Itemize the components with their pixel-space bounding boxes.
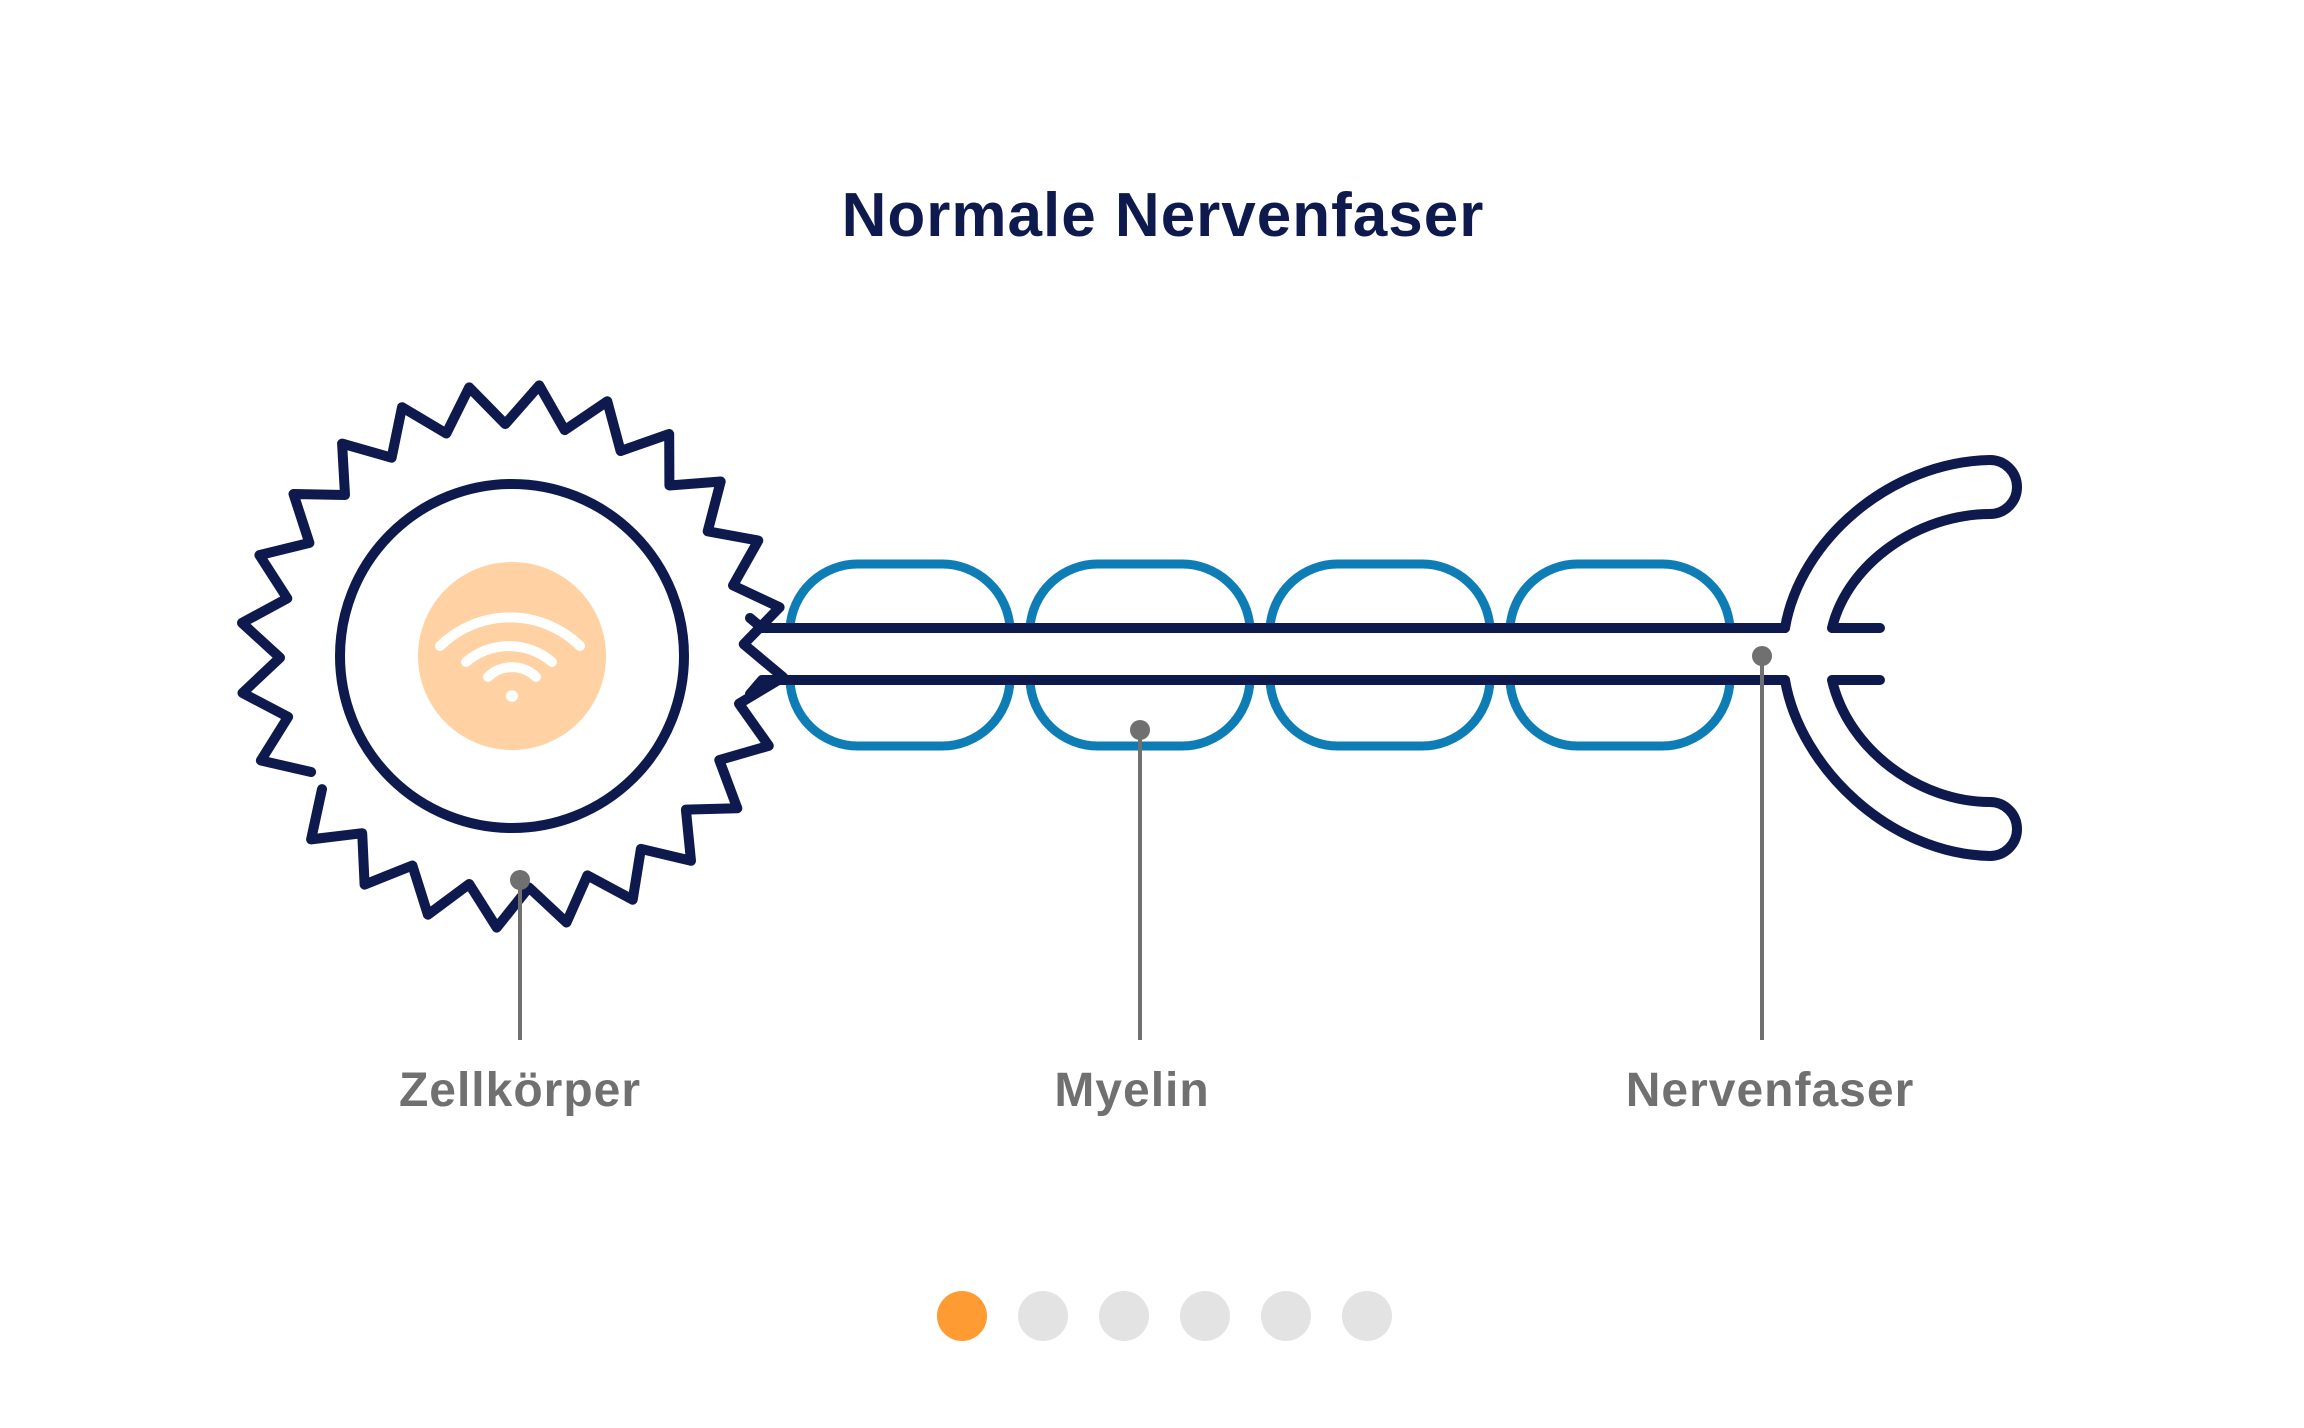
axon-top-line bbox=[745, 613, 1790, 633]
myelin-segment-bottom bbox=[785, 679, 1015, 751]
terminal-top-arc bbox=[1780, 455, 2022, 633]
myelin-segment-top bbox=[1505, 559, 1735, 629]
terminal-bottom-arc bbox=[1780, 675, 2022, 861]
cell-inner-circle bbox=[335, 479, 689, 833]
nucleus bbox=[418, 562, 606, 750]
axon-bottom-line bbox=[745, 675, 1790, 699]
callout-myelin bbox=[1130, 720, 1150, 1040]
label-nerve-fiber: Nervenfaser bbox=[1626, 1064, 1915, 1117]
callout-nerve-fiber bbox=[1752, 646, 1772, 1040]
myelin-segment-bottom bbox=[1265, 679, 1495, 751]
wifi-signal-icon bbox=[435, 612, 585, 702]
label-myelin: Myelin bbox=[1054, 1064, 1209, 1117]
callout-cell-body bbox=[510, 870, 530, 1040]
pagination-dot-4[interactable] bbox=[1180, 1291, 1230, 1341]
myelin-segment-top bbox=[785, 559, 1015, 629]
label-cell-body: Zellkörper bbox=[399, 1064, 641, 1117]
callouts bbox=[510, 646, 1772, 1040]
pagination-dot-2[interactable] bbox=[1018, 1291, 1068, 1341]
cell-body bbox=[237, 380, 789, 933]
pagination-dots bbox=[937, 1291, 1392, 1341]
axon bbox=[745, 613, 1790, 699]
axon-terminal bbox=[1780, 455, 2022, 861]
pagination-dot-1[interactable] bbox=[937, 1291, 987, 1341]
pagination-dot-6[interactable] bbox=[1342, 1291, 1392, 1341]
myelin-segment-bottom bbox=[1505, 679, 1735, 751]
diagram-title: Normale Nervenfaser bbox=[842, 181, 1485, 250]
cell-body-outline bbox=[237, 380, 789, 933]
myelin-sheath bbox=[785, 559, 1735, 751]
myelin-segment-top bbox=[1265, 559, 1495, 629]
pagination-dot-5[interactable] bbox=[1261, 1291, 1311, 1341]
myelin-segment-top bbox=[1025, 559, 1255, 629]
pagination-dot-3[interactable] bbox=[1099, 1291, 1149, 1341]
